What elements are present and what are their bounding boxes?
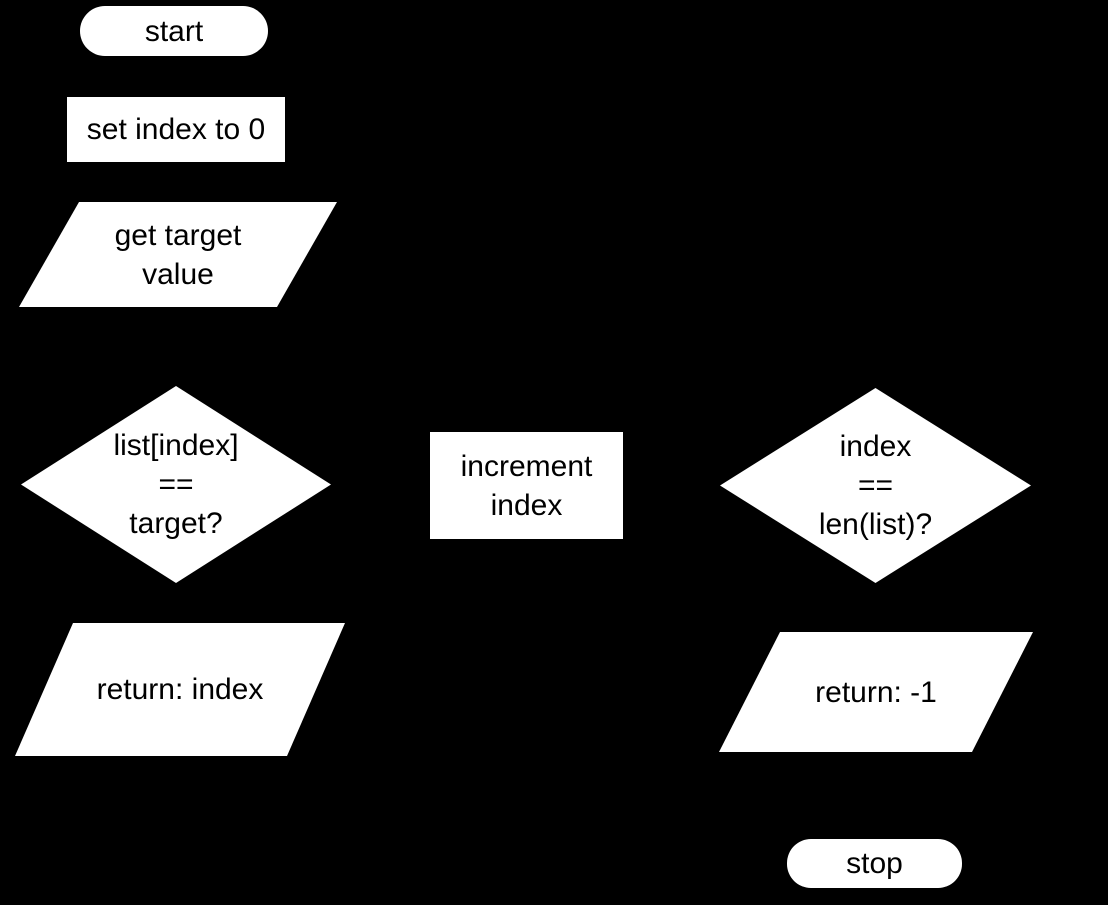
- flowchart-node-return-negative-one-output: return: -1: [719, 632, 1033, 752]
- node-increment-label: increment index: [460, 449, 593, 522]
- flowchart-node-start-terminator: start: [80, 6, 268, 56]
- node-match-decision-label: list[index] == target?: [113, 429, 239, 540]
- flowchart-node-increment-process: increment index: [430, 432, 623, 539]
- flowchart-node-stop-terminator: stop: [787, 839, 962, 888]
- node-set-index-label: set index to 0: [86, 113, 266, 146]
- node-get-target-label: get target value: [114, 218, 242, 291]
- node-return-index-label: return: index: [96, 673, 264, 706]
- flowchart-node-return-index-output: return: index: [15, 623, 345, 756]
- flowchart-node-set-index-process: set index to 0: [67, 97, 285, 162]
- flowchart-node-match-decision: list[index] == target?: [21, 386, 331, 583]
- node-return-negative-one-label: return: -1: [815, 675, 937, 709]
- node-end-of-list-decision-label: index == len(list)?: [818, 430, 933, 541]
- flowchart-node-end-of-list-decision: index == len(list)?: [720, 388, 1031, 583]
- flowchart-node-get-target-input: get target value: [19, 202, 337, 307]
- node-start-label: start: [144, 14, 204, 48]
- node-stop-label: stop: [846, 847, 903, 880]
